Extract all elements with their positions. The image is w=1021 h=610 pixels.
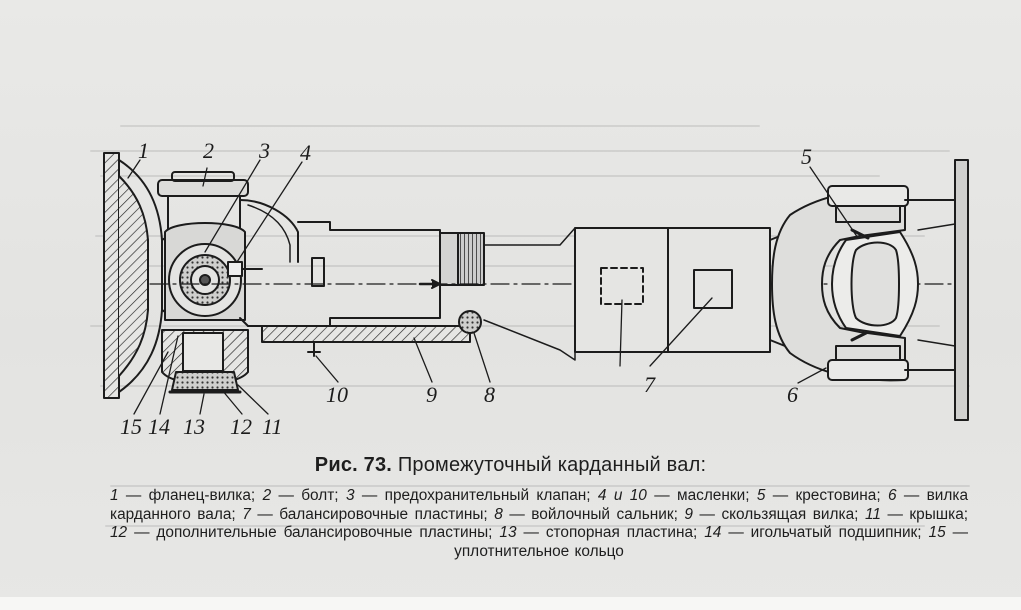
legend-entry: 14 — игольчатый подшипник; <box>704 524 922 542</box>
legend-entry-text: балансировочные пластины; <box>279 505 488 523</box>
callout-8: 8 <box>484 382 495 407</box>
callout-9: 9 <box>426 382 437 407</box>
figure-number: Рис. 73. <box>314 454 393 476</box>
legend-entry-number: 14 <box>704 524 722 542</box>
page-bottom-edge <box>0 597 1021 610</box>
legend-entry: 11 — крышка; <box>864 505 969 523</box>
callout-12: 12 <box>230 414 252 439</box>
legend-entry: 8 — войлочный сальник; <box>494 505 678 523</box>
legend-entry-text: стопорная пластина; <box>545 524 698 542</box>
legend-entry-text: предохранительный клапан; <box>384 487 591 504</box>
legend-entry: 7 — балансировочные пластины; <box>242 505 488 523</box>
callout-10: 10 <box>326 382 348 407</box>
figure-legend: 1 — фланец-вилка; 2 — болт; 3 — предохра… <box>110 487 968 561</box>
legend-entry-number: 3 <box>345 487 355 504</box>
legend-entry-number: 1 <box>110 487 119 504</box>
legend-entry: 2 — болт; <box>262 487 339 504</box>
legend-entry-number: 7 <box>242 505 251 523</box>
legend-entry-number: 6 <box>887 487 897 504</box>
legend-entry-number: 12 <box>110 524 128 542</box>
legend-entry: 1 — фланец-вилка; <box>110 487 256 504</box>
legend-entry-text: уплотнительное кольцо <box>454 542 624 560</box>
shaft-tube <box>574 227 791 353</box>
legend-entry-text: дополнительные балансировочные пластины; <box>156 524 493 542</box>
legend-entry-text: фланец-вилка; <box>148 487 256 504</box>
legend-entry: 12 — дополнительные балансировочные плас… <box>110 524 493 542</box>
legend-entry-number: 9 <box>684 505 693 523</box>
legend-entry: 4 и 10 — масленки; <box>597 487 750 504</box>
legend-entry-number: 5 <box>756 487 766 504</box>
legend-entry: 13 — стопорная пластина; <box>499 524 698 542</box>
callout-6: 6 <box>787 382 798 407</box>
callout-13: 13 <box>183 414 205 439</box>
legend-entry-number: 8 <box>494 505 503 523</box>
legend-entry-number: 4 и 10 <box>597 487 647 504</box>
callout-7: 7 <box>644 372 656 397</box>
legend-entry-text: скользящая вилка; <box>721 505 859 523</box>
legend-entry-text: войлочный сальник; <box>531 505 678 523</box>
callout-5: 5 <box>801 144 812 169</box>
legend-entry-text: крышка; <box>909 505 969 523</box>
leader-lines <box>127 159 859 415</box>
cardan-shaft-drawing: 1 2 3 4 5 6 7 8 9 10 11 12 13 14 15 <box>103 138 969 439</box>
callout-2: 2 <box>203 138 214 163</box>
callout-4: 4 <box>300 140 311 165</box>
slip-yoke <box>239 199 576 361</box>
legend-entry-text: крестовина; <box>795 487 881 504</box>
figure-title: Промежуточный карданный вал: <box>397 454 707 476</box>
legend-entry: 3 — предохранительный клапан; <box>345 487 591 504</box>
left-universal-joint <box>157 171 263 394</box>
callout-14: 14 <box>148 414 170 439</box>
legend-entry-text: масленки; <box>676 487 750 504</box>
callout-11: 11 <box>262 414 282 439</box>
legend-entry: 9 — скользящая вилка; <box>684 505 859 523</box>
callout-15: 15 <box>120 414 142 439</box>
legend-entry-number: 13 <box>499 524 517 542</box>
legend-entry-number: 2 <box>262 487 272 504</box>
legend-entry: 5 — крестовина; <box>756 487 881 504</box>
right-universal-joint <box>771 159 969 421</box>
legend-entry: 6 — вилка карданного вала; <box>110 487 969 523</box>
legend-entry-number: 11 <box>864 505 881 523</box>
figure-caption: Рис. 73. Промежуточный карданный вал: <box>0 454 1021 477</box>
legend-entry-text: болт; <box>301 487 339 504</box>
callout-3: 3 <box>258 138 270 163</box>
legend-entry-text: вилка карданного вала; <box>110 487 969 523</box>
legend-entry: 15 — уплотнительное кольцо <box>454 524 968 560</box>
callout-1: 1 <box>138 138 149 163</box>
legend-entry-text: игольчатый подшипник; <box>750 524 922 542</box>
legend-entry-number: 15 <box>928 524 946 542</box>
